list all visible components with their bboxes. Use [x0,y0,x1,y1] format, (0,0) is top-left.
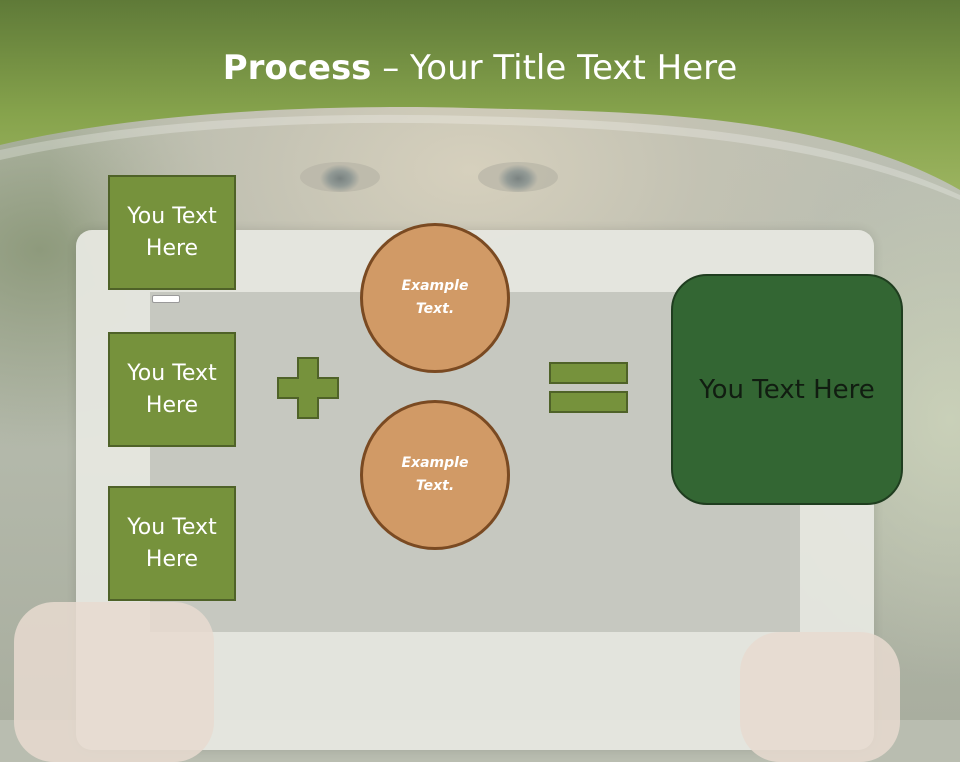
example-circle-1: Example Text. [360,223,510,373]
result-label: You Text Here [699,374,875,405]
header-banner [0,0,960,200]
title-rest: – Your Title Text Here [371,48,738,88]
input-box-label: You Text Here [127,203,217,261]
left-hand-photo [14,602,214,762]
left-eye-photo-detail [300,162,380,192]
right-eye-photo-detail [478,162,558,192]
tablet-camera-detail [152,295,180,303]
input-box-2: You Text Here [108,332,236,447]
circle-label: Example Text. [401,455,469,494]
circle-label: Example Text. [401,278,469,317]
page-title: Process – Your Title Text Here [0,48,960,88]
input-box-1: You Text Here [108,175,236,290]
right-hand-photo [740,632,900,762]
input-box-label: You Text Here [127,360,217,418]
example-circle-2: Example Text. [360,400,510,550]
input-box-label: You Text Here [127,514,217,572]
equals-icon [549,362,628,413]
title-bold: Process [222,48,372,88]
input-box-3: You Text Here [108,486,236,601]
result-box: You Text Here [671,274,903,505]
plus-icon [277,357,339,419]
